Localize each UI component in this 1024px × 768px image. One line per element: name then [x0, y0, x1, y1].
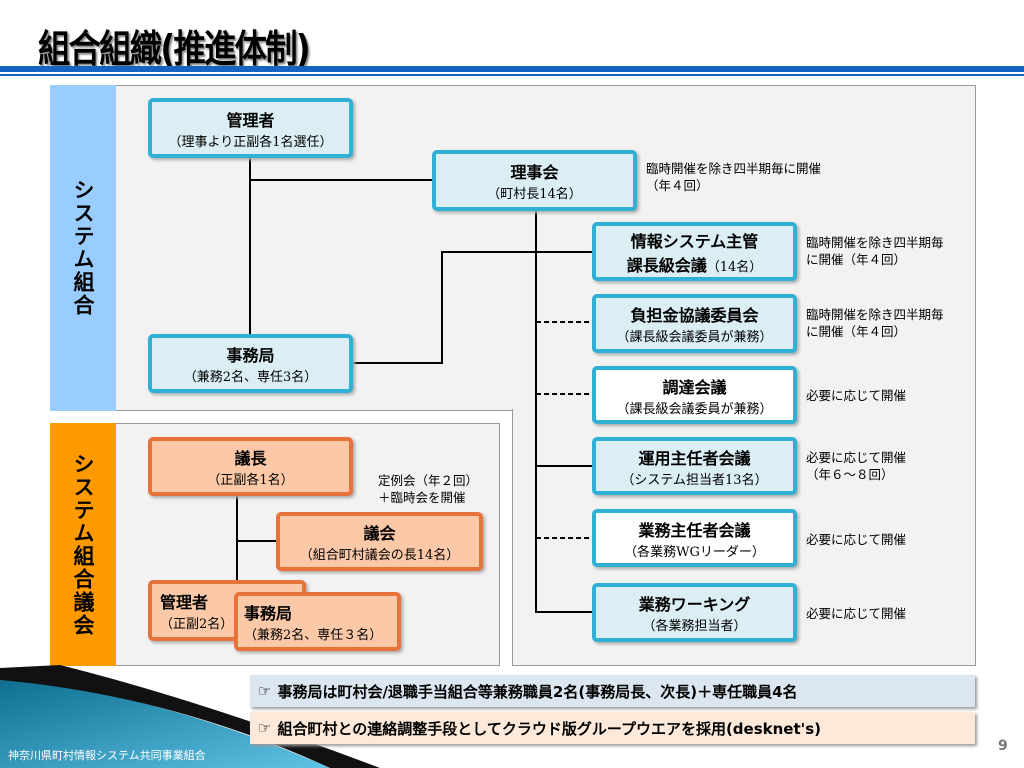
pointing-hand-icon: ☞: [258, 682, 272, 700]
box-unyo: 運用主任者会議（システム担当者13名）: [592, 437, 797, 495]
pointing-hand-icon: ☞: [258, 719, 272, 737]
box-chotatsu: 調達会議（課長級会議委員が兼務）: [592, 366, 797, 424]
note-chotatsu: 必要に応じて開催: [806, 388, 907, 403]
box-rijikai: 理事会（町村長14名）: [432, 150, 637, 211]
note-gicho: 定例会（年２回）＋臨時会を開催: [378, 473, 479, 505]
note-working: 必要に応じて開催: [806, 606, 907, 621]
box-joho: 情報システム主管課長級会議（14名）: [592, 222, 797, 281]
note-rijikai: 臨時開催を除き四半期毎に開催（年４回）: [646, 161, 822, 193]
band-system: システム組合: [50, 85, 116, 411]
box-working: 業務ワーキング（各業務担当者）: [592, 583, 797, 642]
box-futan: 負担金協議委員会（課長級会議委員が兼務）: [592, 294, 797, 353]
banner-secretariat: ☞事務局は町村会/退職手当組合等兼務職員2名(事務局長、次長)＋専任職員4名: [250, 675, 975, 707]
box-jimukyoku2: 事務局（兼務2名、専任３名）: [234, 592, 401, 651]
footer-organization: 神奈川県町村情報システム共同事業組合: [8, 749, 206, 762]
note-futan: 臨時開催を除き四半期毎に開催（年４回）: [806, 307, 944, 339]
band-council: システム組合議会: [50, 423, 116, 666]
title-divider: [0, 66, 1024, 72]
box-gicho: 議長（正副各1名）: [148, 437, 353, 496]
note-gyomu: 必要に応じて開催: [806, 532, 907, 547]
banner-groupware: ☞組合町村との連絡調整手段としてクラウド版グループウエアを採用(desknet'…: [250, 712, 975, 744]
note-unyo: 必要に応じて開催（年６～８回）: [806, 450, 907, 482]
note-joho: 臨時開催を除き四半期毎に開催（年４回）: [806, 235, 944, 267]
box-gyomu: 業務主任者会議（各業務WGリーダー）: [592, 509, 797, 567]
page-title: 組合組織(推進体制): [38, 27, 311, 71]
page-number: 9: [998, 738, 1008, 754]
box-gikai: 議会（組合町村議会の長14名）: [276, 512, 483, 571]
title-divider-thin: [0, 74, 1024, 76]
box-jimukyoku: 事務局（兼務2名、専任3名）: [148, 334, 353, 393]
box-kanrisha: 管理者（理事より正副各1名選任）: [148, 98, 353, 158]
